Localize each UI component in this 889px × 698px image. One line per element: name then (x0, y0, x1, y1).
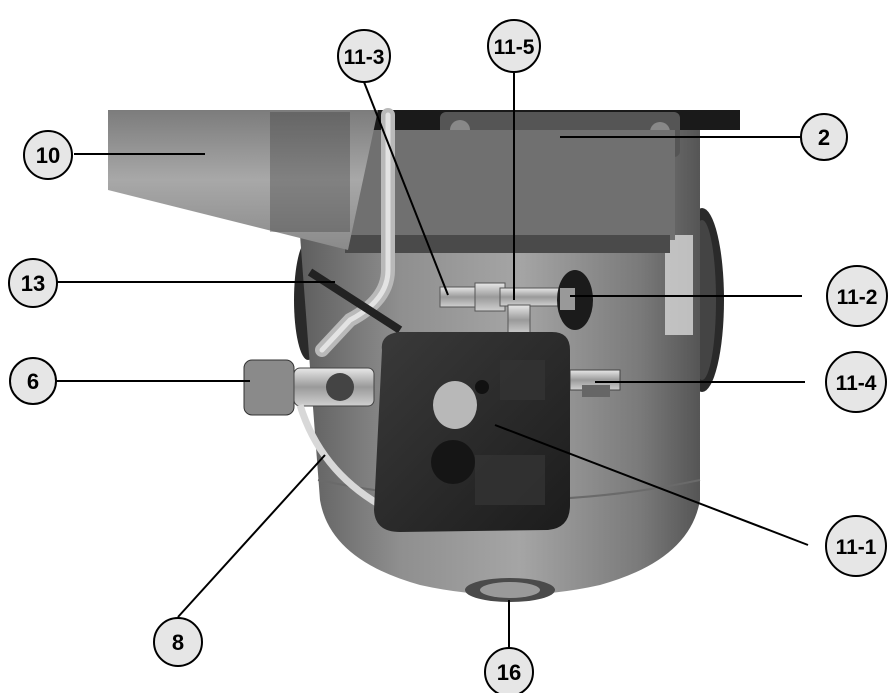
callout-6-label: 6 (27, 369, 39, 394)
callout-6: 6 (9, 357, 57, 405)
check-valve (243, 359, 375, 416)
callout-11-5-label: 11-5 (494, 36, 535, 59)
callout-11-4-label: 11-4 (836, 372, 877, 395)
callout-11-5: 11-5 (487, 19, 541, 73)
callout-11-4: 11-4 (825, 351, 887, 413)
callout-11-2-label: 11-2 (837, 286, 878, 309)
callout-11-2: 11-2 (826, 265, 888, 327)
callout-13: 13 (8, 258, 58, 308)
callout-10: 10 (23, 130, 73, 180)
callout-16: 16 (484, 647, 534, 697)
callout-16-label: 16 (497, 660, 521, 685)
pressure-gauge (557, 270, 593, 330)
callout-10-label: 10 (36, 143, 60, 168)
callout-13-label: 13 (21, 271, 45, 296)
callout-2-label: 2 (818, 125, 830, 150)
safety-valve (569, 369, 621, 397)
belt-guard (108, 110, 378, 250)
callout-11-1-label: 11-1 (836, 536, 877, 559)
callout-8-label: 8 (172, 630, 184, 655)
callout-8: 8 (153, 617, 203, 667)
manifold-fittings (439, 282, 571, 336)
callout-11-3: 11-3 (337, 29, 391, 83)
callout-2: 2 (800, 113, 848, 161)
leader-lines (44, 73, 809, 650)
pressure-switch (374, 332, 570, 532)
motor-bracket (345, 110, 740, 253)
callout-11-3-label: 11-3 (344, 46, 385, 69)
unloader-tube (296, 403, 382, 509)
callout-11-1: 11-1 (825, 515, 887, 577)
